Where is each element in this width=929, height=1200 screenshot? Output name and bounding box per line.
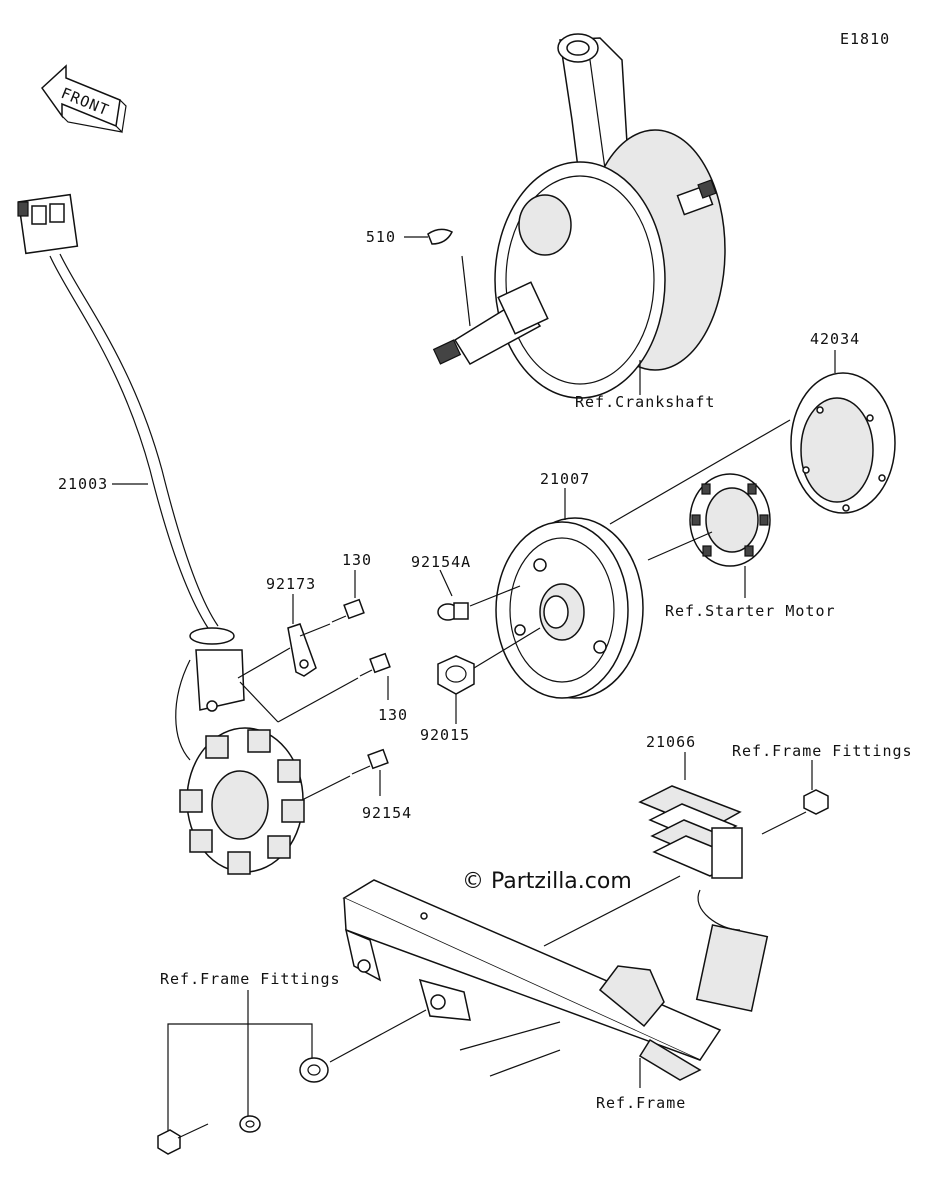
frame-illustration	[342, 879, 722, 1081]
nut-part-92015	[437, 655, 475, 695]
bolt-part-92154	[351, 748, 389, 775]
ref-frame-fittings-left: Ref.Frame Fittings	[160, 970, 341, 988]
connector-plug-icon	[17, 193, 79, 255]
bolt-part-92154a	[437, 602, 469, 621]
crankshaft-illustration	[432, 33, 726, 399]
ref-crankshaft: Ref.Crankshaft	[575, 393, 715, 411]
bolt-part-130-lower	[359, 652, 391, 677]
callout-42034: 42034	[810, 330, 860, 348]
ring-part-42034	[790, 372, 896, 514]
callout-21007: 21007	[540, 470, 590, 488]
bolt-frame-fitting	[157, 1123, 209, 1155]
diagram-code: E1810	[840, 30, 890, 48]
ref-frame: Ref.Frame	[596, 1094, 686, 1112]
key-part-510	[404, 228, 471, 327]
starter-clutch-illustration	[689, 473, 771, 567]
stator-part-21003	[175, 627, 305, 875]
callout-92173: 92173	[266, 575, 316, 593]
nut-frame-fitting-right	[803, 789, 829, 815]
callout-130-upper: 130	[342, 551, 372, 569]
watermark: © Partzilla.com	[462, 869, 632, 894]
callout-130-lower: 130	[378, 706, 408, 724]
washer-frame-fitting	[239, 1115, 261, 1133]
callout-92015: 92015	[420, 726, 470, 744]
callout-92154: 92154	[362, 804, 412, 822]
regulator-part-21066	[638, 785, 769, 1012]
grommet-frame-fitting	[299, 1057, 329, 1083]
callout-510: 510	[366, 228, 396, 246]
bolt-part-130-upper	[331, 598, 365, 623]
ref-starter-motor: Ref.Starter Motor	[665, 602, 836, 620]
plate-part-92173	[287, 623, 317, 677]
flywheel-part-21007	[495, 517, 644, 699]
callout-21003: 21003	[58, 475, 108, 493]
front-arrow-icon: FRONT	[41, 64, 127, 134]
callout-21066: 21066	[646, 733, 696, 751]
ref-frame-fittings-right: Ref.Frame Fittings	[732, 742, 913, 760]
callout-92154a: 92154A	[411, 553, 471, 571]
